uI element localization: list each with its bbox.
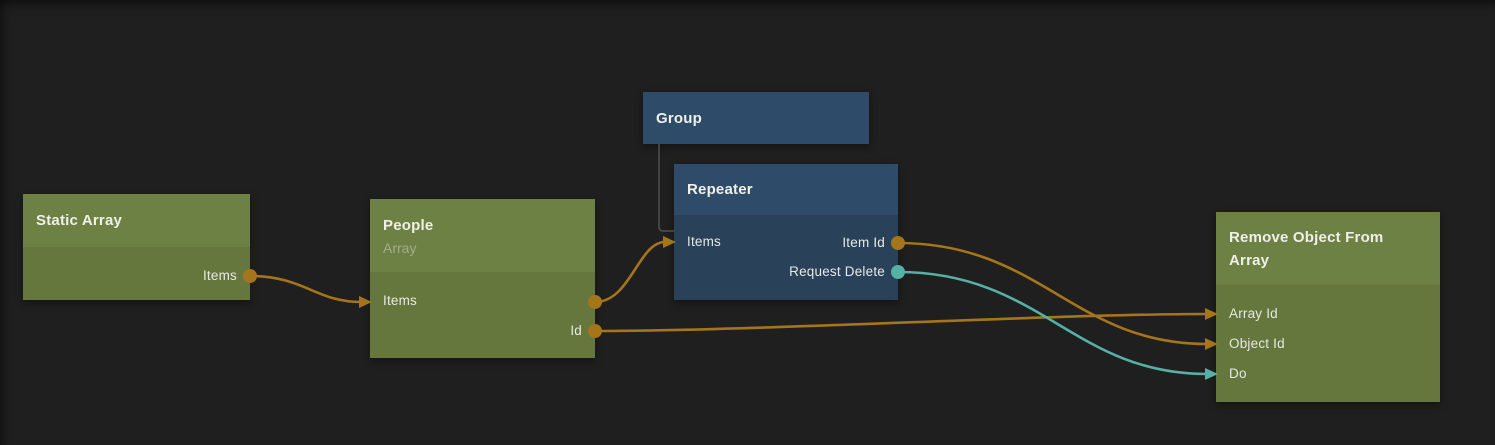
- port-repeater-items[interactable]: Items: [687, 234, 722, 249]
- input-arrowhead: [1205, 368, 1218, 380]
- node-body: [370, 272, 595, 358]
- node-header: Remove Object From Array: [1216, 212, 1440, 285]
- node-subtitle: Array: [383, 240, 417, 256]
- node-body: [674, 215, 898, 300]
- wire-static-array.items-to-people.items[interactable]: [243, 269, 372, 308]
- node-body: [1216, 285, 1440, 402]
- port-remove-object-from-array-do[interactable]: Do: [1229, 366, 1247, 381]
- node-group[interactable]: Group: [643, 92, 869, 144]
- port-remove-object-from-array-array-id[interactable]: Array Id: [1229, 306, 1278, 321]
- wire-people.id-to-remove-object-from-array.array-id[interactable]: [588, 308, 1218, 338]
- node-body: [23, 247, 250, 300]
- input-arrowhead: [359, 296, 372, 308]
- node-title: Repeater: [687, 181, 753, 198]
- port-repeater-request-delete[interactable]: Request Delete: [789, 264, 885, 279]
- node-title: People: [383, 217, 434, 234]
- node-header: Repeater: [674, 164, 898, 215]
- port-repeater-item-id[interactable]: Item Id: [842, 235, 885, 250]
- input-arrowhead: [1205, 308, 1218, 320]
- output-dot[interactable]: [243, 269, 257, 283]
- input-arrowhead: [1205, 338, 1218, 350]
- port-people-items[interactable]: Items: [383, 293, 418, 308]
- wire-path[interactable]: [896, 270, 1209, 376]
- wire-path[interactable]: [248, 274, 363, 304]
- wire-repeater.request-delete-to-remove-object-from-array.do[interactable]: [891, 265, 1218, 380]
- output-dot[interactable]: [588, 324, 602, 338]
- wire-path[interactable]: [593, 240, 667, 304]
- output-dot[interactable]: [891, 236, 905, 250]
- node-title: Group: [656, 109, 702, 127]
- wire-path[interactable]: [896, 241, 1209, 346]
- wire-people.items-to-repeater.items[interactable]: [588, 236, 676, 309]
- output-dot[interactable]: [891, 265, 905, 279]
- node-header: Static Array: [23, 194, 250, 247]
- port-static-array-items[interactable]: Items: [202, 268, 237, 283]
- wire-repeater.item-id-to-remove-object-from-array.object-id[interactable]: [891, 236, 1218, 350]
- node-header: Group: [643, 92, 869, 144]
- node-title: Static Array: [36, 212, 123, 229]
- input-arrowhead: [663, 236, 676, 248]
- hierarchy-link-group-repeater: [658, 144, 674, 232]
- port-people-id[interactable]: Id: [570, 323, 582, 338]
- output-dot[interactable]: [588, 295, 602, 309]
- port-remove-object-from-array-object-id[interactable]: Object Id: [1229, 336, 1285, 351]
- node-title: Remove Object From Array: [1229, 228, 1384, 269]
- wire-path[interactable]: [593, 312, 1209, 333]
